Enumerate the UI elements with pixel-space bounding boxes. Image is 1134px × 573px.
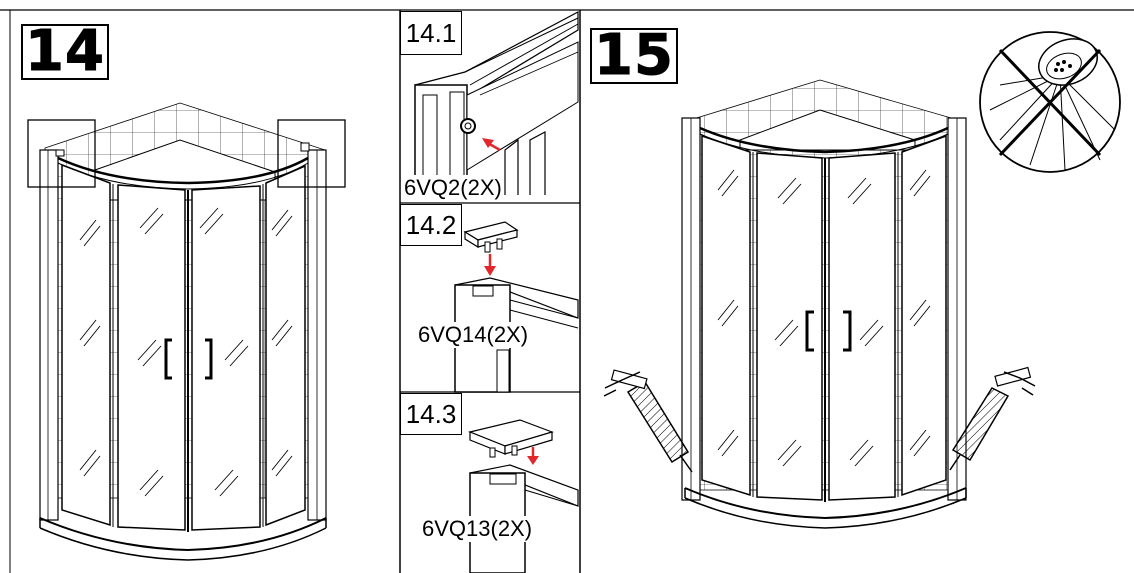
detail-callout-left [27, 119, 96, 188]
substep-14-3-number: 14.3 [405, 398, 457, 429]
substep-14-1-badge: 14.1 [400, 11, 462, 55]
substep-14-2-number: 14.2 [405, 209, 457, 240]
insert-arrow-14-1 [482, 138, 501, 152]
substep-14-3-badge: 14.3 [400, 393, 462, 435]
step-14-number: 14 [25, 19, 105, 84]
step14-shower-enclosure [27, 102, 346, 561]
step15-shower-enclosure [681, 79, 967, 529]
part-label-6vq2: 6VQ2(2X) [404, 175, 502, 201]
part-label-6vq14: 6VQ14(2X) [418, 322, 529, 348]
detail-callout-right [277, 119, 346, 188]
detail-14-2-drawing [454, 221, 579, 393]
detail-14-3-drawing [468, 419, 579, 573]
silicone-gun-left [603, 369, 693, 473]
step-15-number: 15 [594, 23, 674, 88]
substep-14-1-number: 14.1 [405, 17, 457, 48]
part-label-6vq13: 6VQ13(2X) [422, 516, 533, 542]
substep-14-2-badge: 14.2 [400, 204, 462, 246]
no-shower-warning-icon [979, 31, 1121, 173]
silicone-gun-right [949, 366, 1036, 471]
insert-arrow-14-3 [527, 447, 539, 465]
insert-arrow-14-2 [484, 254, 496, 276]
step-15-badge: 15 [590, 23, 678, 88]
step-14-badge: 14 [21, 19, 109, 84]
